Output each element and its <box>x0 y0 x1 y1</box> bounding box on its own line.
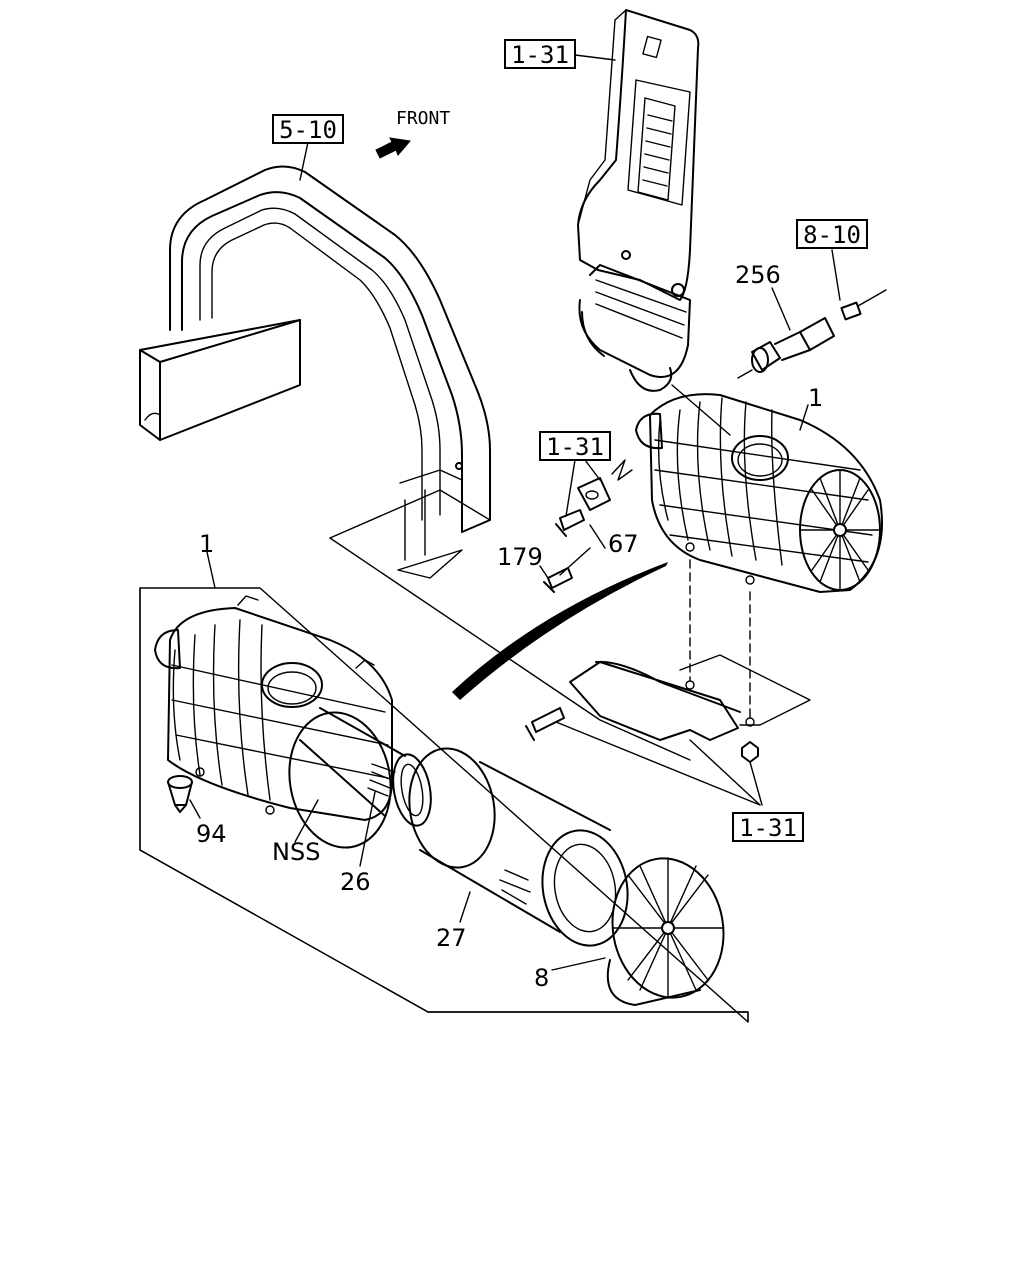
bracket-bolt-drawing <box>525 459 633 741</box>
callout-nss: NSS <box>272 838 320 866</box>
svg-text:1-31: 1-31 <box>511 41 569 69</box>
svg-text:1-31: 1-31 <box>739 814 797 842</box>
ref-box-bracket: 1-31 <box>539 431 611 461</box>
cover-drawing <box>606 857 725 1006</box>
callout-27: 27 <box>436 924 467 952</box>
svg-text:1-31: 1-31 <box>546 433 604 461</box>
svg-text:8-10: 8-10 <box>803 221 861 249</box>
ref-box-sensor: 8-10 <box>796 219 868 249</box>
front-label: FRONT <box>396 108 450 129</box>
callout-179: 179 <box>497 543 543 571</box>
callout-256: 256 <box>735 261 781 289</box>
ref-box-air-intake-duct: 1-31 <box>504 39 576 69</box>
callout-26: 26 <box>340 868 371 896</box>
upper-air-cleaner-drawing <box>635 384 883 593</box>
sensor-drawing <box>737 289 887 379</box>
svg-text:5-10: 5-10 <box>279 116 337 144</box>
drain-valve-drawing <box>167 775 193 813</box>
callout-1-upper: 1 <box>808 384 823 412</box>
callout-67: 67 <box>608 530 639 558</box>
callout-94: 94 <box>196 820 227 848</box>
exploded-view-arrow <box>452 562 668 700</box>
leader-lines <box>189 54 841 971</box>
front-direction-arrow: FRONT <box>375 108 450 159</box>
ref-box-frame: 5-10 <box>272 114 344 144</box>
inner-element-drawing <box>299 707 432 827</box>
mounting-bracket-drawing <box>569 559 811 763</box>
ref-box-mounting: 1-31 <box>732 812 804 842</box>
callout-1-detail: 1 <box>199 530 214 558</box>
frame-rail-drawing <box>139 165 691 761</box>
outer-element-drawing <box>408 747 629 947</box>
callout-8: 8 <box>534 964 549 992</box>
detail-panel-frame <box>139 587 749 1023</box>
air-intake-duct-drawing <box>577 9 700 392</box>
detail-air-cleaner-body-drawing <box>154 595 393 849</box>
